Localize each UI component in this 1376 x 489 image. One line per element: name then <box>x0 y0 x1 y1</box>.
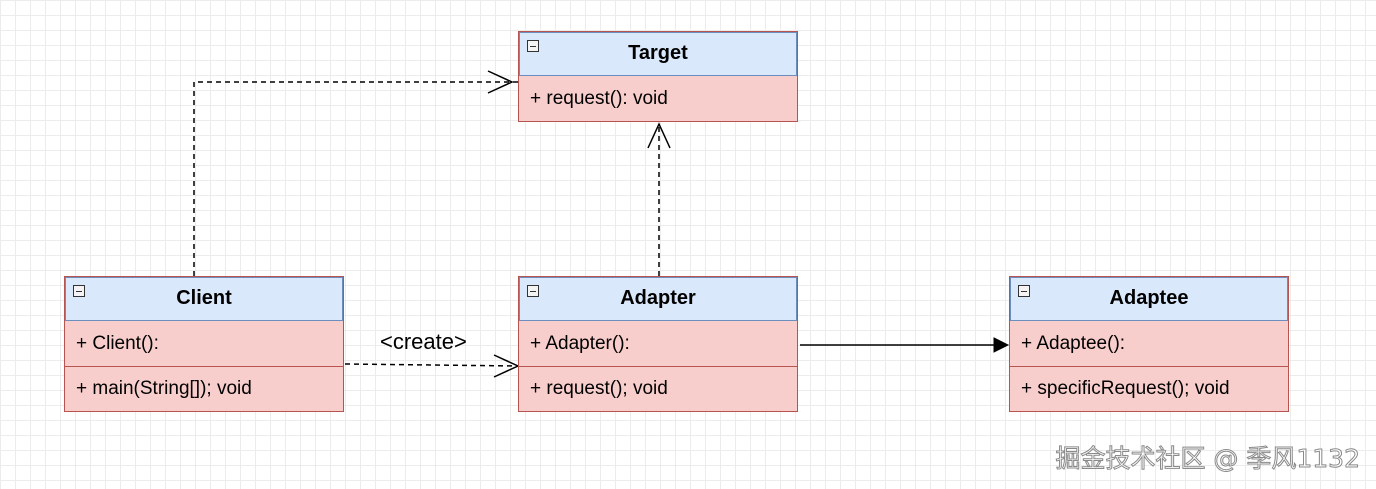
adaptee-member: + specificRequest(); void <box>1010 366 1288 411</box>
client-class-name: Client <box>176 287 232 309</box>
watermark: 掘金技术社区 @ 季风1132 <box>1055 444 1361 474</box>
collapse-icon[interactable] <box>527 285 539 297</box>
client-target-arrowhead <box>487 70 514 94</box>
adapter-member: + request(); void <box>519 366 797 411</box>
client-adapter-arrowhead <box>493 354 520 378</box>
collapse-icon[interactable] <box>73 285 85 297</box>
client-member: + Client(): <box>76 332 159 354</box>
adaptee-class-header: Adaptee <box>1010 277 1288 321</box>
target-class-header: Target <box>519 32 797 76</box>
adaptee-member: + Adaptee(): <box>1021 332 1126 354</box>
client-class-header: Client <box>65 277 343 321</box>
collapse-icon[interactable] <box>527 40 539 52</box>
adapter-adaptee-arrowhead <box>993 337 1010 353</box>
adapter-class[interactable]: Adapter + Adapter(): + request(); void <box>518 276 798 412</box>
adaptee-class-name: Adaptee <box>1109 287 1189 309</box>
collapse-icon[interactable] <box>1018 285 1030 297</box>
client-member: + main(String[]); void <box>65 366 343 411</box>
adapter-member: + Adapter(): <box>530 332 630 354</box>
client-target-dependency <box>193 81 518 276</box>
adapter-class-name: Adapter <box>620 287 696 309</box>
target-class[interactable]: Target + request(): void <box>518 31 798 122</box>
client-class[interactable]: Client + Client(): + main(String[]); voi… <box>64 276 344 412</box>
adapter-target-arrowhead <box>647 122 671 149</box>
target-member: + request(): void <box>530 87 668 109</box>
create-edge-label: <create> <box>380 329 467 354</box>
adapter-class-header: Adapter <box>519 277 797 321</box>
target-class-name: Target <box>628 42 688 64</box>
adaptee-class[interactable]: Adaptee + Adaptee(): + specificRequest()… <box>1009 276 1289 412</box>
client-adapter-create <box>344 363 519 367</box>
